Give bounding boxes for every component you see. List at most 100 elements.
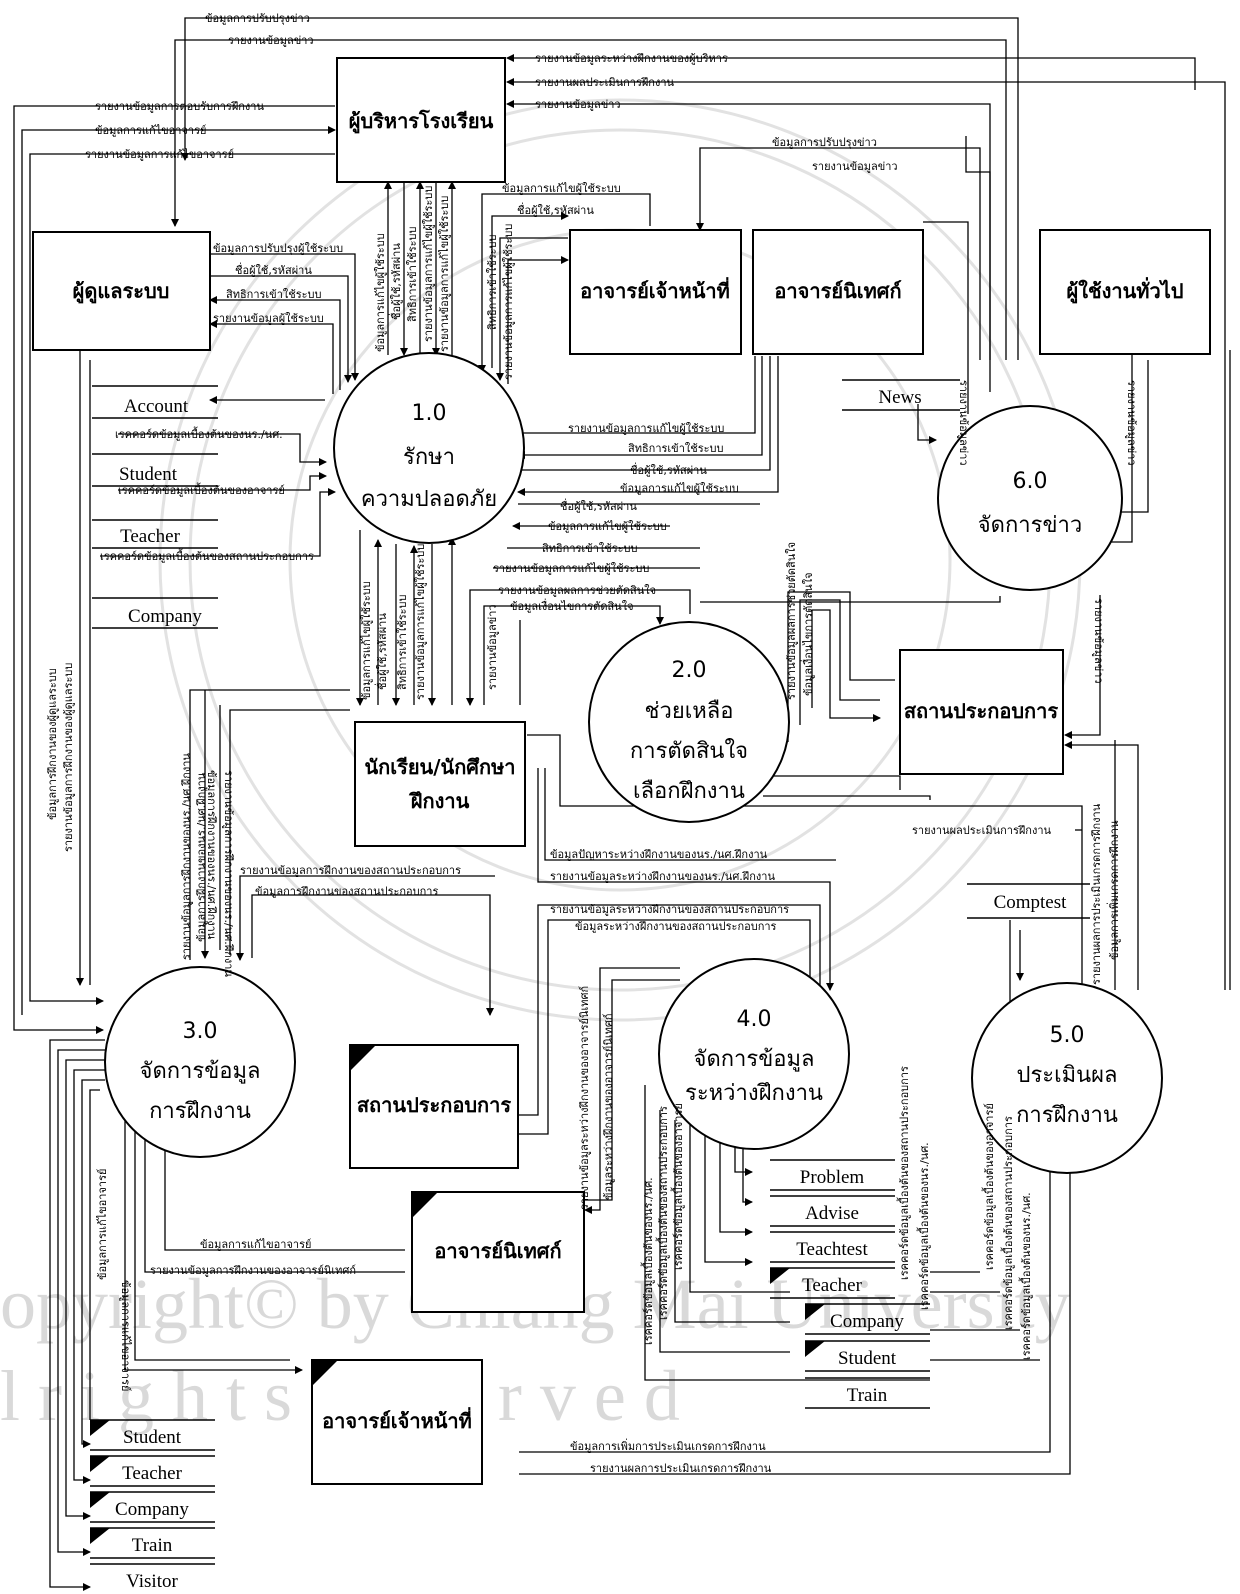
entity-student-label-line2: ฝึกงาน [408,789,469,813]
process-3-line1: จัดการข้อมูล [140,1059,261,1084]
store-news[interactable]: News [842,379,960,411]
process-3-number: 3.0 [183,1019,218,1044]
process-5-line1: ประเมินผล [1016,1063,1117,1088]
flow-label: ข้อมูลระหว่างฝึกงานของอาจารย์นิเทศก์ [602,1013,615,1200]
flow-label: ข้อมูลการแก้ไขผู้ใช้ระบบ [548,520,667,533]
flow-label: สิทธิการเข้าใช้ระบบ [226,288,322,301]
entity-supervisor2-label: อาจารย์นิเทศก์ [434,1239,561,1263]
store-teacher3-label: Teacher [122,1463,183,1484]
flow-label: รายงานข้อมูลผลการช่วยตัดสินใจ [498,584,656,597]
store-train4[interactable]: Train [805,1377,930,1409]
flow-label: เรคคอร์ดข้อมูลเบื้องต้นของนร./นศ. [640,1177,655,1345]
flow-label: สิทธิการเข้าใช้ระบบ [396,594,409,690]
flow-label: ข้อมูลการแก้ไขผู้ใช้ระบบ [360,581,373,700]
entity-public[interactable]: ผู้ใช้งานทั่วไป [1039,229,1211,355]
flow-label: รายงานข้อมูลข่าว [486,604,499,690]
flow-label: รายงานข้อมูลการแก้ไขผู้ใช้ระบบ [502,224,515,380]
flow-label: ชื่อผู้ใช้,รหัสผ่าน [388,243,403,320]
flow-label: ข้อมูลการฝึกงานของนร./นศ.ฝึกงาน [205,770,218,940]
store-account-label: Account [124,396,189,417]
store-student4-label: Student [838,1348,897,1369]
store-visitor3[interactable]: Visitor [90,1563,215,1592]
process-3[interactable]: 3.0 จัดการข้อมูล การฝึกงาน [104,966,296,1158]
flow-label: รายงานข้อมูลการฝึกงานของสถานประกอบการ [240,864,461,877]
store-train3[interactable]: Train [90,1527,215,1559]
store-student3[interactable]: Student [90,1419,215,1451]
flow-label: ชื่อผู้ใช้,รหัสผ่าน [374,613,389,690]
flow-label: รายงานข้อมูลระหว่างฝึกงานของผู้บริหาร [535,52,728,65]
store-visitor3-label: Visitor [126,1571,178,1592]
store-teacher3[interactable]: Teacher [90,1455,215,1487]
store-student-label: Student [119,464,178,485]
process-2-line1: ช่วยเหลือ [645,699,734,724]
store-train4-label: Train [847,1385,888,1406]
store-teacher4-label: Teacher [802,1275,863,1296]
process-6-number: 6.0 [1013,469,1048,494]
flow-label: ข้อมูลการแก้ไขผู้ใช้ระบบ [502,182,621,195]
entity-public-label: ผู้ใช้งานทั่วไป [1067,276,1184,305]
entity-sysadmin[interactable]: ผู้ดูแลระบบ [32,231,211,351]
store-company3[interactable]: Company [90,1491,215,1523]
store-problem[interactable]: Problem [770,1159,895,1191]
flow-label: ข้อมูลการฝึกงานของสถานประกอบการ [255,885,438,898]
process-2-line3: เลือกฝึกงาน [633,779,745,804]
flow-label: ข้อมูลการแก้ไขอาจารย์ [119,1280,132,1391]
entity-admin[interactable]: ผู้บริหารโรงเรียน [336,57,506,183]
process-1[interactable]: 1.0 รักษา ความปลอดภัย [333,352,525,544]
process-2[interactable]: 2.0 ช่วยเหลือ การตัดสินใจ เลือกฝึกงาน [588,621,790,823]
flow-label: สิทธิการเข้าใช้ระบบ [486,234,499,330]
flow-label: เรคคอร์ดข้อมูลเบื้องต้นของอาจารย์ [981,1103,996,1270]
entity-student[interactable]: นักเรียน/นักศึกษา ฝึกงาน [354,721,526,847]
flow-label: เรคคอร์ดข้อมูลเบื้องต้นของสถานประกอบการ [100,548,314,563]
store-teachtest[interactable]: Teachtest [770,1231,895,1263]
store-teacher[interactable]: Teacher [92,519,218,549]
flow-label: รายงานผลประเมินการฝึกงาน [912,824,1052,837]
entity-admin-label: ผู้บริหารโรงเรียน [349,109,494,135]
process-4-number: 4.0 [737,1007,772,1032]
process-2-number: 2.0 [672,658,707,683]
store-student[interactable]: Student [92,453,218,487]
flow-label: ข้อมูลการแก้ไขผู้ใช้ระบบ [374,233,387,352]
store-company4[interactable]: Company [805,1303,930,1335]
flow-label: รายงานข้อมูลการฝึกงานของผู้ดูแลระบบ [62,663,75,852]
store-student4[interactable]: Student [805,1340,930,1372]
store-advise-label: Advise [805,1203,859,1224]
data-stores: Account Student Teacher Company News Com… [90,379,1090,1592]
flow-label: รายงานข้อมูลการตอบรับการฝึกงาน [95,100,264,113]
flow-label: ข้อมูลเงื่อนไขการตัดสินใจ [510,598,634,613]
flow-label: ชื่อผู้ใช้,รหัสผ่าน [630,462,707,477]
flow-label: ข้อมูลการปรับปรุงข่าว [772,136,877,149]
flow-label: ข้อมูลการปรับปรุงผู้ใช้ระบบ [213,242,343,255]
process-6-line1: จัดการข่าว [978,513,1082,538]
flow-label: รายงานข้อมูลระหว่างฝึกงานของอาจารย์นิเทศ… [578,986,591,1210]
entity-supervisor2[interactable]: อาจารย์นิเทศก์ [411,1191,585,1313]
store-comptest[interactable]: Comptest [967,883,1090,919]
process-6[interactable]: 6.0 จัดการข่าว [937,405,1123,591]
entity-staff-label: อาจารย์เจ้าหน้าที่ [580,276,730,303]
process-5-number: 5.0 [1050,1023,1085,1048]
store-company[interactable]: Company [92,597,218,629]
entity-company-label: สถานประกอบการ [904,699,1059,723]
flow-label: เรคคอร์ดข้อมูลเบื้องต้นของนร./นศ. [916,1142,931,1310]
store-advise[interactable]: Advise [770,1195,895,1227]
process-5[interactable]: 5.0 ประเมินผล การฝึกงาน [971,982,1163,1174]
flow-label: รายงานข้อมูลการแก้ไขผู้ใช้ระบบ [414,544,427,700]
flow-labels: ข้อมูลการปรับปรุงข่าว รายงานข้อมูลข่าว ร… [85,12,1052,1475]
store-account[interactable]: Account [92,385,218,419]
entity-staff[interactable]: อาจารย์เจ้าหน้าที่ [569,229,742,355]
flow-label: ข้อมูลการฝึกงานของผู้ดูแลระบบ [46,668,59,820]
flow-label: ข้อมูลการแก้ไขอาจารย์ [96,1169,109,1280]
flow-label: ชื่อผู้ใช้,รหัสผ่าน [235,262,312,277]
process-4[interactable]: 4.0 จัดการข้อมูล ระหว่างฝึกงาน [658,958,850,1150]
flow-label: รายงานข้อมูลการแก้ไขผู้ใช้ระบบ [422,186,435,342]
flow-label: เรคคอร์ดข้อมูลเบื้องต้นของอาจารย์ [670,1103,685,1270]
flow-label: รายงานข้อมูลข่าว [1092,598,1105,684]
flow-label: ชื่อผู้ใช้,รหัสผ่าน [560,498,637,513]
entity-company2[interactable]: สถานประกอบการ [349,1044,519,1169]
entity-company[interactable]: สถานประกอบการ [899,649,1064,775]
entity-staff2[interactable]: อาจารย์เจ้าหน้าที่ [311,1359,483,1485]
entity-supervisor[interactable]: อาจารย์นิเทศก์ [752,229,924,355]
process-5-line2: การฝึกงาน [1016,1103,1118,1128]
store-teacher4[interactable]: Teacher [770,1267,895,1299]
process-2-line2: การตัดสินใจ [630,738,748,764]
